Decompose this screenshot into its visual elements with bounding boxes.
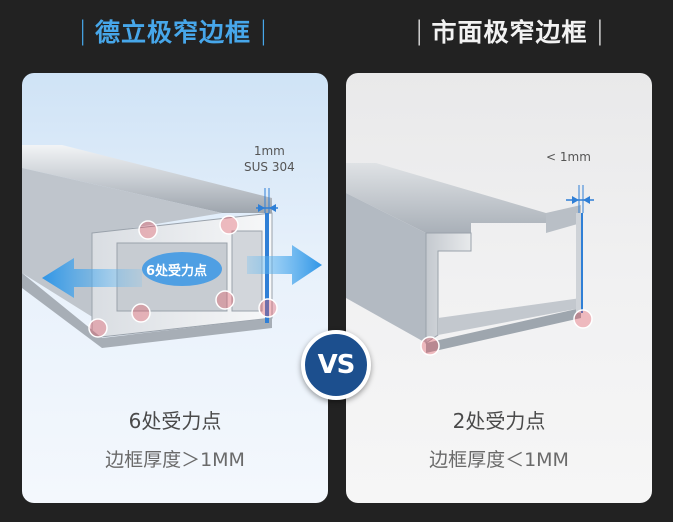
left-caption-points: 6处受力点 (128, 409, 222, 433)
thickness-annotation: 1mm SUS 304 (244, 143, 295, 175)
aluminum-profile-illustration (22, 145, 322, 348)
right-header-title: 市面极窄边框 (431, 18, 588, 47)
thickness-value: < 1mm (546, 150, 591, 164)
vs-badge: VS (301, 330, 371, 400)
left-header-title: 德立极窄边框 (94, 18, 251, 47)
right-comparison-panel: < 1mm 2处受力点 边框厚度＜1MM (346, 73, 652, 503)
header-divider: | (78, 16, 87, 46)
stress-point (131, 303, 151, 323)
stress-point (420, 336, 440, 356)
right-caption-thickness: 边框厚度＜1MM (429, 449, 569, 471)
left-header: | 德立极窄边框 | (0, 0, 346, 62)
stress-points-bubble: 6处受力点 (146, 264, 208, 279)
left-caption-thickness: 边框厚度＞1MM (105, 449, 245, 471)
header-divider: | (259, 16, 268, 46)
aluminum-profile-illustration (346, 163, 594, 356)
stress-point (219, 215, 239, 235)
stress-point (258, 298, 278, 318)
thickness-value: 1mm (253, 144, 285, 158)
stress-point (138, 220, 158, 240)
header-divider: | (414, 16, 424, 46)
right-caption-points: 2处受力点 (452, 409, 546, 433)
header-divider: | (595, 16, 605, 46)
thickness-annotation: < 1mm (546, 149, 591, 165)
stress-point (215, 290, 235, 310)
material-label: SUS 304 (244, 160, 295, 174)
stress-point (573, 309, 593, 329)
right-header: | 市面极窄边框 | (346, 0, 673, 62)
stress-point (88, 318, 108, 338)
left-comparison-panel: 1mm SUS 304 6处受力点 6处受力点 边框厚度＞1MM (22, 73, 328, 503)
